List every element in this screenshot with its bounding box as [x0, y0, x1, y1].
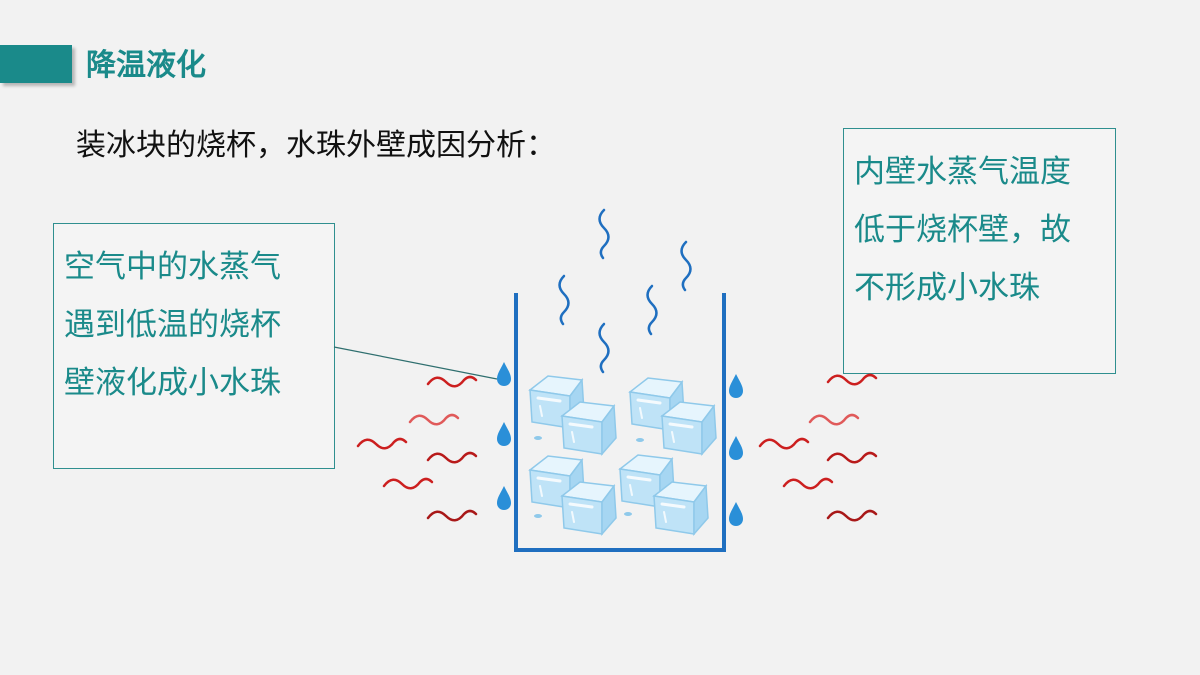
right-box-line-3: 不形成小水珠	[854, 270, 1040, 306]
right-box-line-1: 内壁水蒸气温度	[854, 154, 1071, 190]
title-accent-bar	[0, 45, 72, 83]
right-box-line-2: 低于烧杯壁，故	[854, 212, 1071, 248]
slide-title: 降温液化	[86, 48, 206, 83]
slide-subtitle: 装冰块的烧杯，水珠外壁成因分析：	[76, 128, 556, 163]
pointer-line	[333, 346, 498, 380]
heat-waves-right	[758, 373, 878, 522]
vapor-waves	[558, 208, 692, 374]
left-box-line-2: 遇到低温的烧杯	[64, 307, 281, 343]
ice-cubes	[528, 374, 718, 536]
left-explanation-box: 空气中的水蒸气 遇到低温的烧杯 壁液化成小水珠	[53, 223, 335, 469]
left-box-line-3: 壁液化成小水珠	[64, 365, 281, 401]
beaker	[514, 293, 726, 552]
right-explanation-box: 内壁水蒸气温度 低于烧杯壁，故 不形成小水珠	[843, 128, 1116, 374]
left-box-line-1: 空气中的水蒸气	[64, 249, 281, 285]
heat-waves-left	[356, 375, 478, 522]
